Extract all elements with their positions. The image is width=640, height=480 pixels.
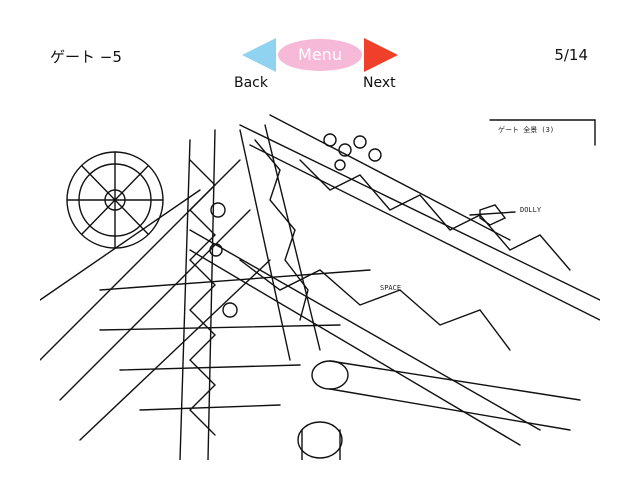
page-counter: 5/14: [554, 46, 588, 64]
navigation-controls: Menu Back Next: [234, 38, 402, 94]
next-arrow-icon[interactable]: [364, 38, 398, 72]
back-link[interactable]: Back: [234, 75, 268, 91]
next-link[interactable]: Next: [363, 75, 396, 91]
sketch-note-space: SPACE: [380, 284, 401, 292]
gate-structure-sketch: ゲート 全景 (3) DOLLY SPACE: [40, 114, 600, 460]
sketch-note-title: ゲート 全景 (3): [498, 125, 554, 134]
page-title: ゲート −5: [50, 48, 122, 66]
back-arrow-icon[interactable]: [242, 38, 276, 72]
menu-button[interactable]: Menu: [278, 39, 362, 71]
sketch-note-dolly: DOLLY: [520, 206, 542, 214]
